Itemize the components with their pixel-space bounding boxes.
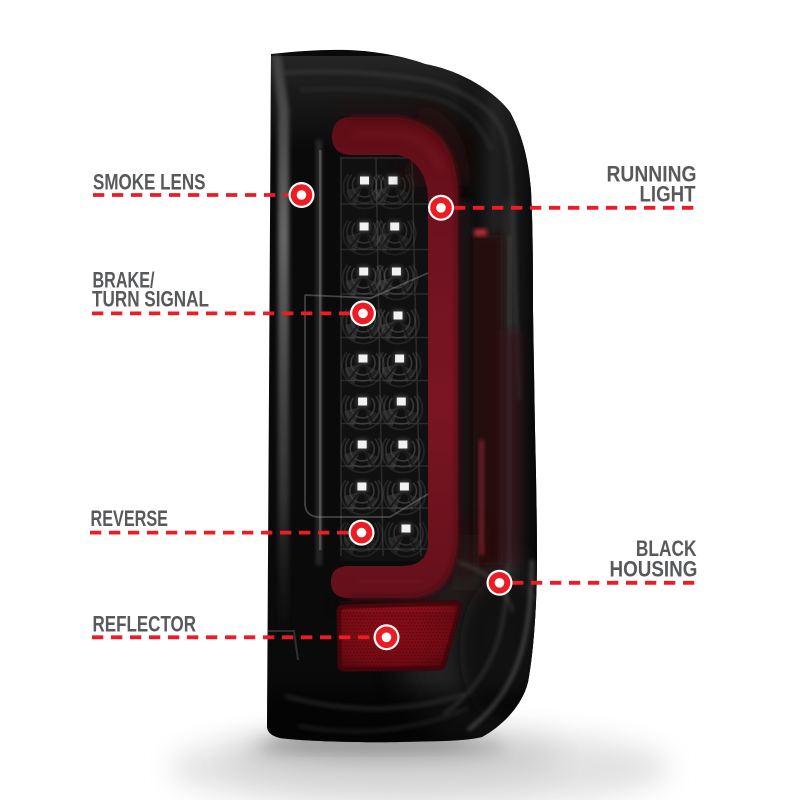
svg-text:REFLECTOR: REFLECTOR [93,611,197,636]
svg-text:BRAKE/: BRAKE/ [93,267,156,292]
svg-text:TURN SIGNAL: TURN SIGNAL [92,287,209,312]
svg-text:HOUSING: HOUSING [610,557,698,582]
svg-text:SMOKE LENS: SMOKE LENS [93,170,206,195]
svg-text:REVERSE: REVERSE [91,506,169,531]
svg-text:BLACK: BLACK [636,536,697,561]
svg-text:RUNNING: RUNNING [607,162,697,187]
svg-text:LIGHT: LIGHT [640,182,696,207]
